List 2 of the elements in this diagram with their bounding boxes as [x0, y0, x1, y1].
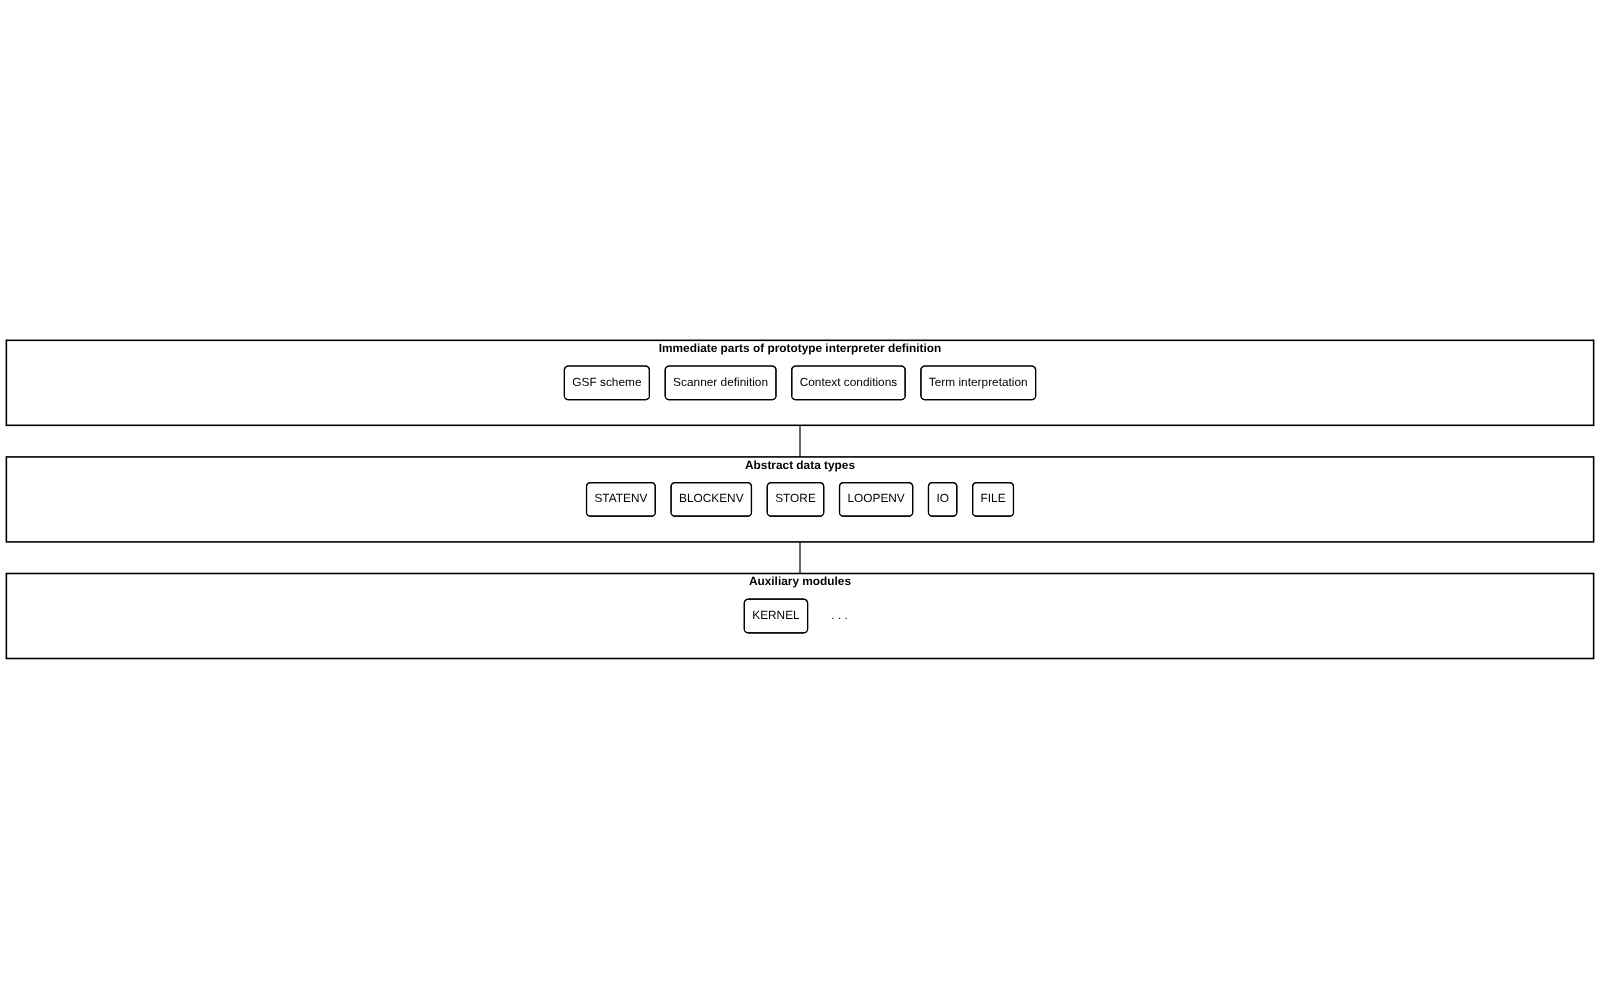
connector	[799, 425, 801, 459]
connector	[799, 541, 801, 575]
